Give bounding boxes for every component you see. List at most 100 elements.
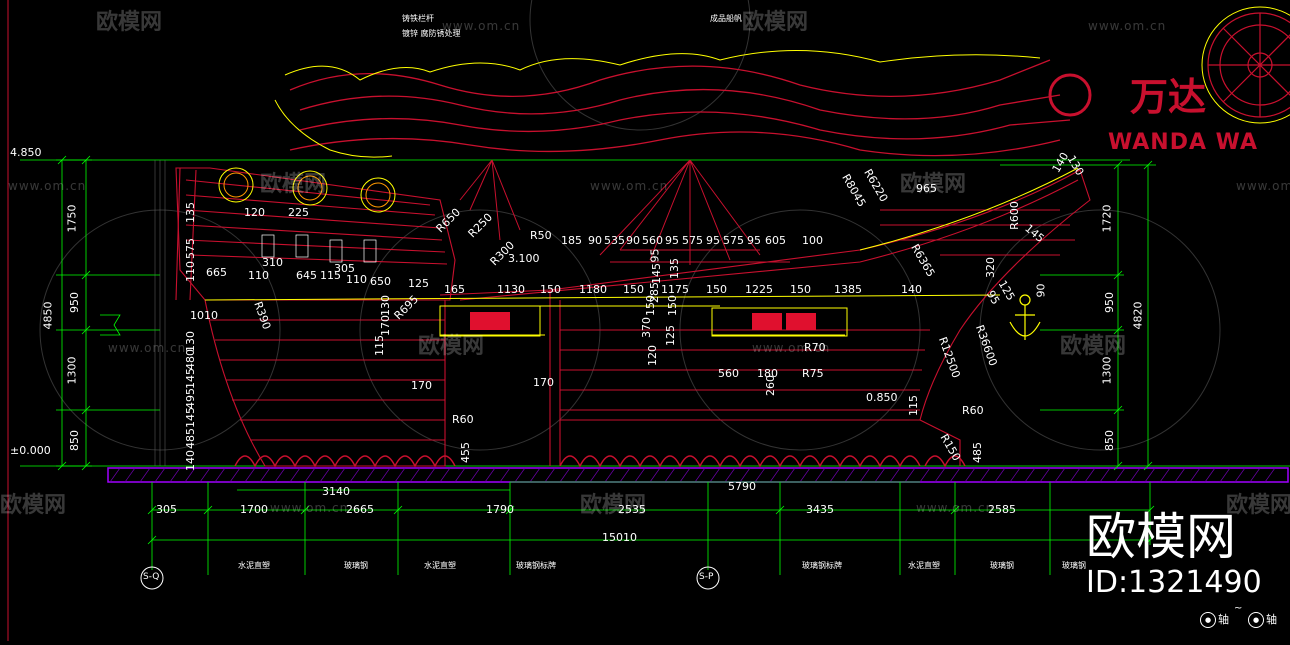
- note-sail: 成品船帆: [710, 14, 742, 23]
- main-hull: [439, 169, 1091, 466]
- watermark-url: www.om.cn: [590, 179, 669, 193]
- left-dimension-chain: [56, 155, 160, 471]
- mid-dim: 140: [901, 283, 922, 296]
- watermark-ring: [979, 209, 1221, 451]
- row-dim: 535: [604, 234, 625, 247]
- stern-dim: 120: [244, 206, 265, 219]
- axis-label-right: S-P: [699, 572, 714, 582]
- watermark-cn: 欧模网: [900, 172, 967, 197]
- bottom-dimension-chain: [147, 481, 1155, 575]
- watermark-url: www.om.cn: [916, 501, 995, 515]
- radius-label: R600: [1007, 201, 1021, 230]
- row-dim: 95: [665, 234, 679, 247]
- stack-dim: 130: [184, 331, 197, 352]
- row-dim: 560: [642, 234, 663, 247]
- stern-dim: 645: [296, 269, 317, 282]
- stack-dim: 480: [184, 349, 197, 370]
- mid-dim: 1130: [497, 283, 525, 296]
- stern-dim: 110: [346, 273, 367, 286]
- brand-name: 欧模网: [1086, 508, 1236, 566]
- watermark-url: www.om.cn: [8, 179, 87, 193]
- bottom-dim: 2665: [346, 503, 374, 516]
- watermark-url: www.om.cn: [1236, 179, 1290, 193]
- watermark-cn: 欧模网: [96, 10, 163, 35]
- left-total: 4850: [41, 301, 55, 330]
- elevation-base: ±0.000: [10, 444, 51, 457]
- stack-dim: 145: [184, 407, 197, 428]
- bottom-dim: 2585: [988, 503, 1016, 516]
- bottom-dim: 3435: [806, 503, 834, 516]
- logo-text-cn: 万达: [1130, 75, 1207, 119]
- stack-dim: 485: [184, 428, 197, 449]
- misc-dim: 90: [1034, 283, 1048, 298]
- mid-dim: 150: [623, 283, 644, 296]
- ground-strip: [107, 467, 1289, 483]
- legend-bubble-icon: ●: [1248, 612, 1264, 628]
- misc-dim: 170: [379, 315, 392, 336]
- bottom-note: 水泥直塑: [238, 561, 270, 570]
- misc-dim: 320: [984, 257, 997, 278]
- elevation-deck: 3.100: [508, 252, 540, 265]
- legend-bubble-icon: ●: [1200, 612, 1216, 628]
- misc-dim: 120: [646, 345, 659, 366]
- mid-dim: 150: [790, 283, 811, 296]
- bottom-dim: 1700: [240, 503, 268, 516]
- watermark-cn: 欧模网: [1060, 334, 1127, 359]
- misc-dim: 115: [907, 395, 920, 416]
- grid-lines: [154, 160, 166, 466]
- watermark-ring: [529, 0, 751, 131]
- brand-id: ID:1321490: [1086, 565, 1262, 600]
- legend-tilde: ~: [1234, 603, 1243, 614]
- legend-axis-1: 轴: [1218, 613, 1229, 626]
- top-banner-outline: [274, 49, 1041, 158]
- radius-label: R60: [962, 404, 984, 417]
- watermark-cn: 欧模网: [260, 172, 327, 197]
- stern-dim: 650: [370, 275, 391, 288]
- misc-dim: 965: [916, 182, 937, 195]
- bottom-note: 玻璃钢标牌: [802, 561, 842, 570]
- bottom-note: 水泥直塑: [908, 561, 940, 570]
- bottom-dim: 2535: [618, 503, 646, 516]
- row-dim: 185: [561, 234, 582, 247]
- watermark-url: www.om.cn: [442, 19, 521, 33]
- bottom-dim: 305: [156, 503, 177, 516]
- ground-hatch: [109, 467, 1276, 483]
- watermark-cn: 欧模网: [0, 493, 67, 518]
- mid-dim: 150: [540, 283, 561, 296]
- right-dim: 850: [1103, 430, 1116, 451]
- row-dim: 95: [706, 234, 720, 247]
- mid-dim: 1175: [661, 283, 689, 296]
- elevation-step: 0.850: [866, 391, 898, 404]
- radius-label: R70: [804, 341, 826, 354]
- stern-dim: 575: [184, 238, 197, 259]
- row-dim: 575: [723, 234, 744, 247]
- row-dim: 575: [682, 234, 703, 247]
- misc-dim: 170: [411, 379, 432, 392]
- misc-dim: 130: [379, 295, 392, 316]
- axis-bubbles: [140, 566, 720, 590]
- bottom-note: 玻璃钢: [344, 561, 368, 570]
- logo-wheel: [1207, 12, 1290, 118]
- misc-dim: 260: [764, 375, 777, 396]
- watermark-cn: 欧模网: [1226, 493, 1290, 518]
- stern-dim: 110: [248, 269, 269, 282]
- right-dimension-chain: [1000, 160, 1156, 471]
- top-banner: [289, 59, 1071, 157]
- left-dim: 850: [68, 430, 81, 451]
- stern-dim: 125: [408, 277, 429, 290]
- misc-dim: 125: [664, 325, 677, 346]
- stern-dim: 225: [288, 206, 309, 219]
- row-dim: 90: [626, 234, 640, 247]
- misc-dim: 455: [459, 442, 472, 463]
- mid-dim: 1180: [579, 283, 607, 296]
- stack-dim: 495: [184, 388, 197, 409]
- radius-label: R60: [452, 413, 474, 426]
- misc-dim: 145: [650, 263, 663, 284]
- radius-label: R50: [530, 229, 552, 242]
- right-total: 4820: [1131, 301, 1145, 330]
- note-railing: 铸铁栏杆: [402, 14, 434, 23]
- left-dim: 950: [68, 292, 81, 313]
- hull-trim: [204, 167, 1079, 337]
- sub-dim-a: 3140: [322, 485, 350, 498]
